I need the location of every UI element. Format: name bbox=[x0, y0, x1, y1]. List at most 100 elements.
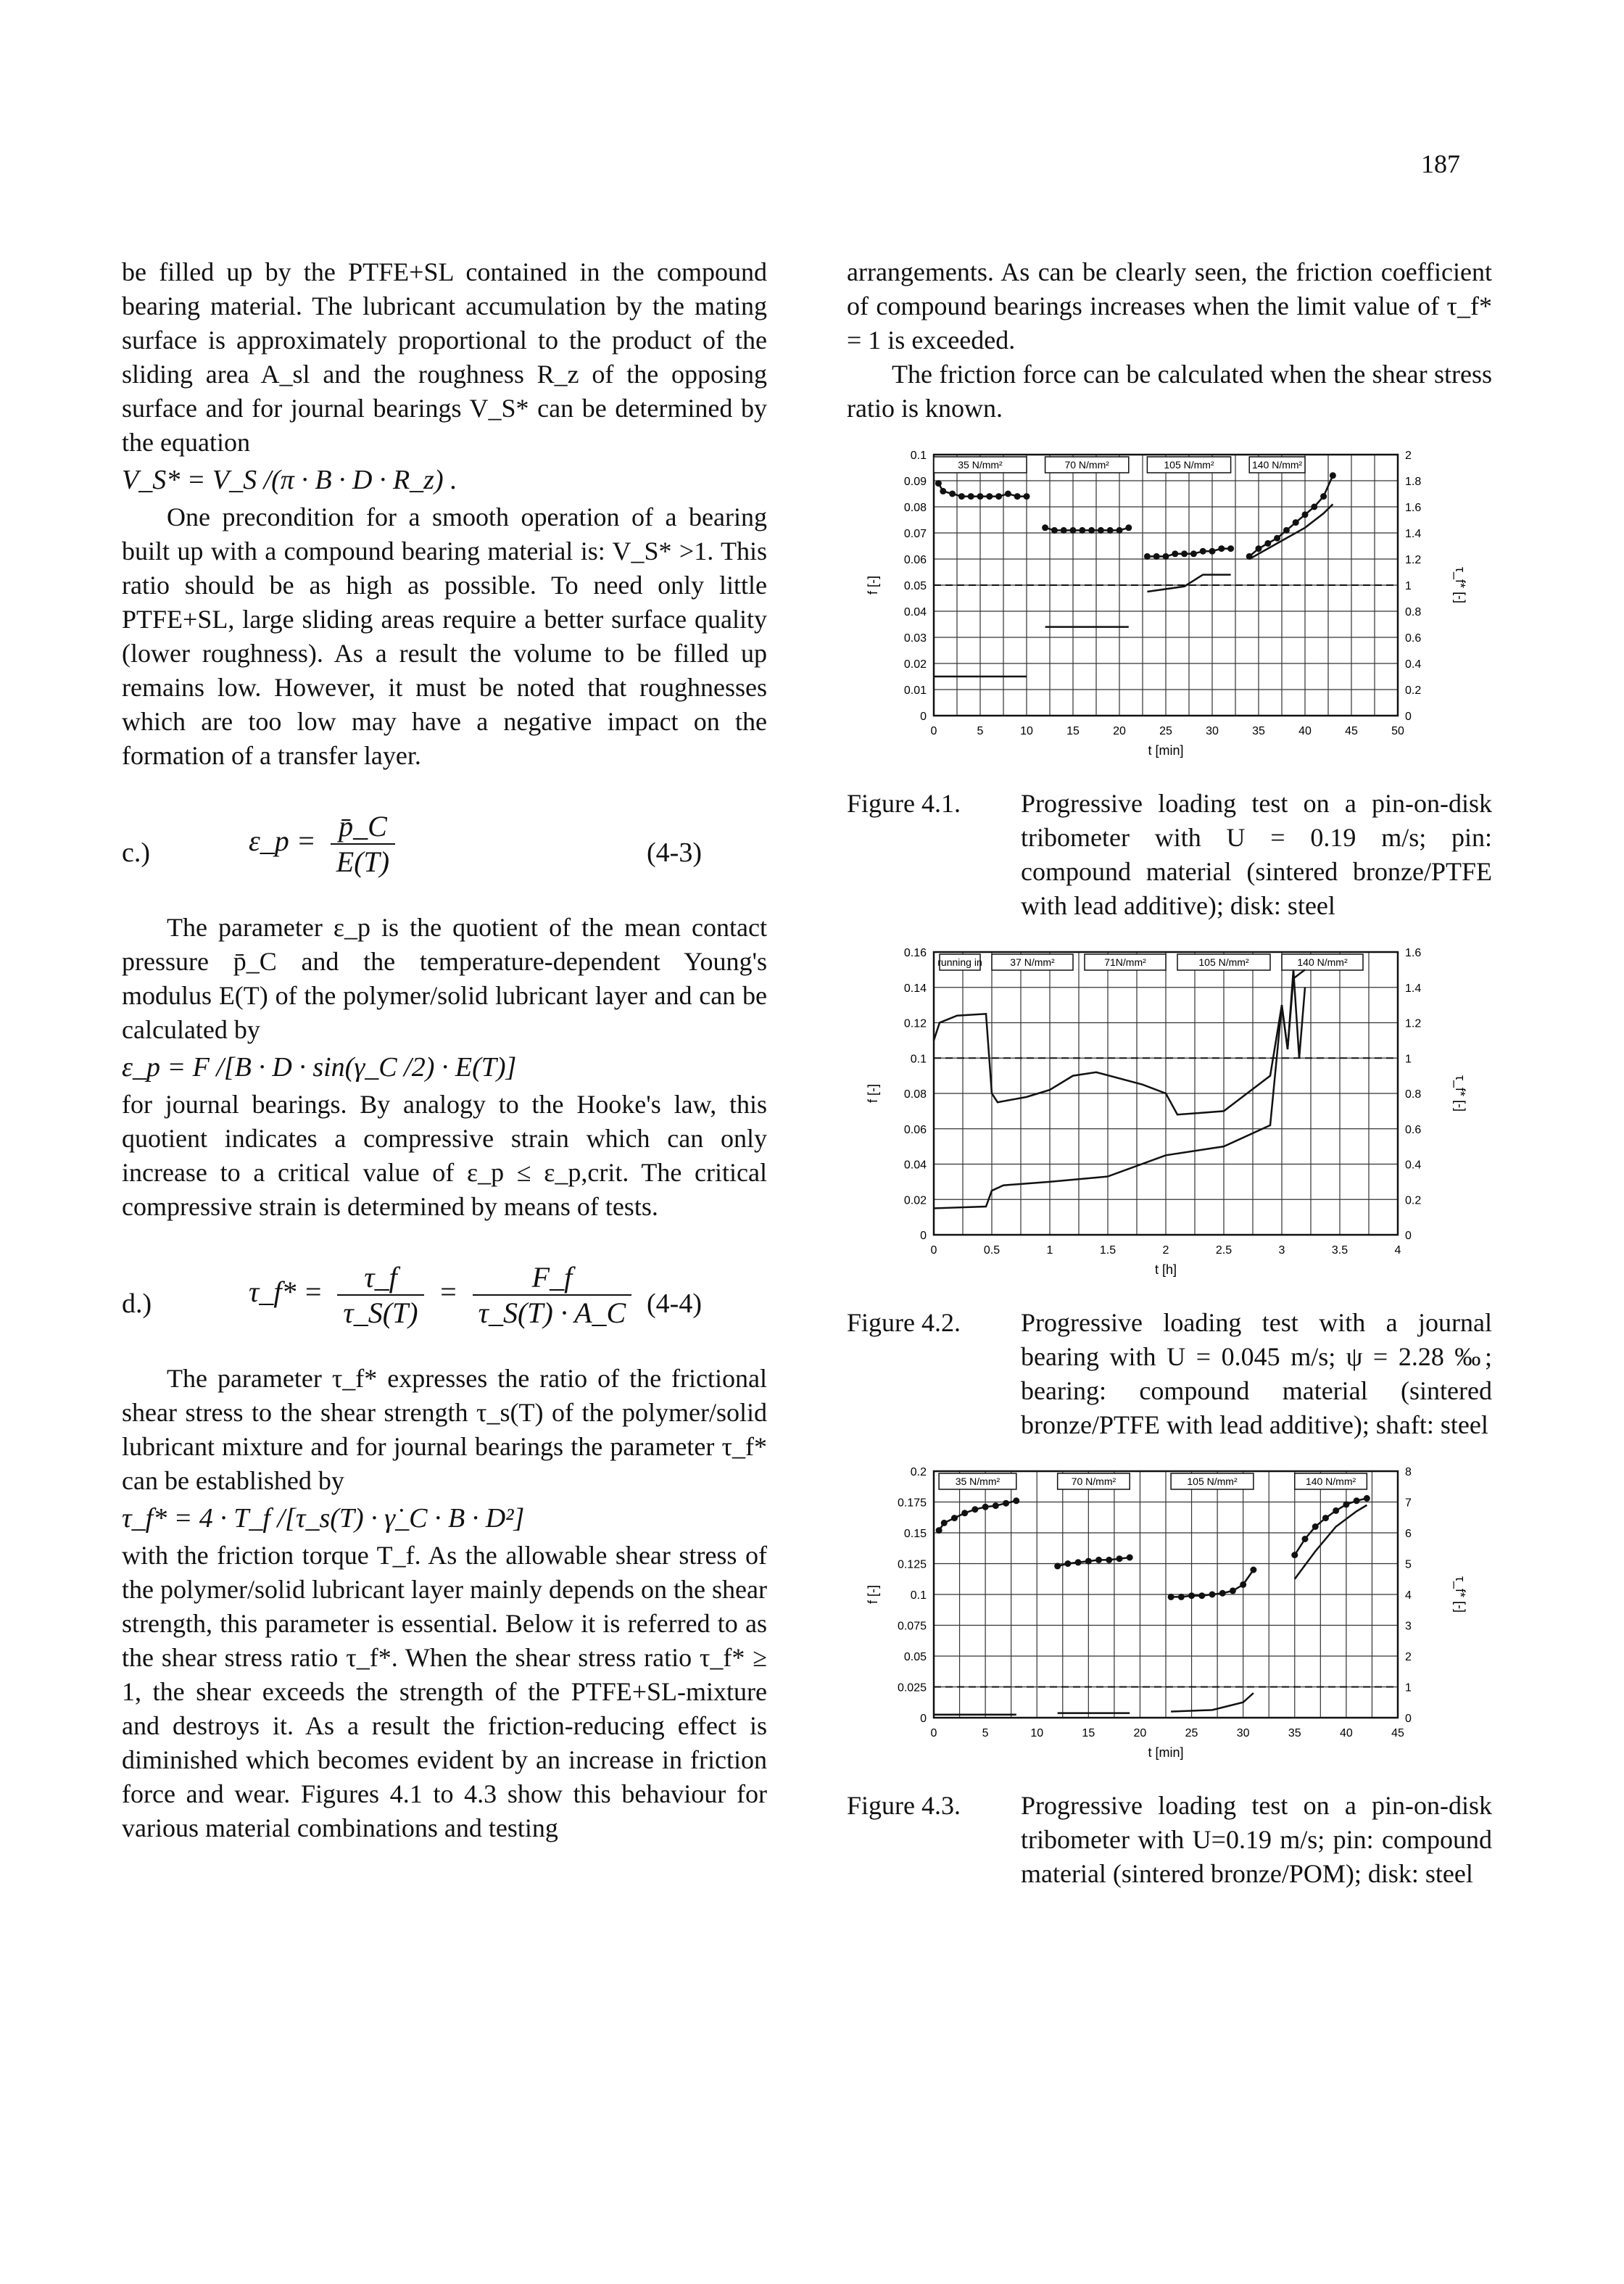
data-point bbox=[1116, 1555, 1123, 1563]
figure-4-1-caption: Figure 4.1. Progressive loading test on … bbox=[847, 787, 1492, 923]
equation-number: (4-3) bbox=[647, 837, 702, 868]
x-tick-label: 25 bbox=[1185, 1727, 1198, 1739]
inline-formula: ε_p = F /[B · D · sin(γ_C /2) · E(T)] bbox=[122, 1052, 517, 1083]
data-point bbox=[1074, 1559, 1082, 1566]
equals-sign: = bbox=[438, 1275, 458, 1309]
data-point bbox=[1219, 1589, 1226, 1597]
y-tick-label: 0.1 bbox=[911, 1053, 927, 1065]
data-point bbox=[1014, 493, 1021, 500]
data-point bbox=[1181, 550, 1188, 558]
x-tick-label: 0 bbox=[931, 1727, 937, 1739]
phase-frame bbox=[933, 456, 1027, 473]
data-point bbox=[1301, 1536, 1309, 1542]
paragraph: The parameter τ_f* expresses the ratio o… bbox=[122, 1364, 767, 1495]
x-tick-label: 15 bbox=[1082, 1727, 1095, 1739]
data-point bbox=[1172, 550, 1179, 558]
data-point bbox=[1353, 1497, 1360, 1505]
y2-tick-label: 0 bbox=[1405, 1230, 1412, 1242]
data-point bbox=[1240, 1581, 1247, 1588]
data-point bbox=[1363, 1494, 1370, 1502]
phase-frame bbox=[991, 953, 1074, 971]
data-point bbox=[1322, 1515, 1329, 1522]
y-tick-label: 0.06 bbox=[904, 1124, 927, 1136]
data-point bbox=[1097, 526, 1104, 534]
phase-frame bbox=[1294, 1473, 1368, 1490]
paragraph: with the friction torque T_f. As the all… bbox=[122, 1541, 767, 1842]
paragraph: The friction force can be calculated whe… bbox=[847, 360, 1492, 423]
series-line bbox=[1147, 574, 1231, 593]
phase-box: 105 N/mm² bbox=[1177, 953, 1271, 971]
y2-tick-label: 1.8 bbox=[1405, 476, 1421, 488]
y2-tick-label: 3 bbox=[1405, 1621, 1412, 1633]
data-point bbox=[1198, 1592, 1206, 1600]
data-point bbox=[1177, 1593, 1185, 1600]
phase-box: 37 N/mm² bbox=[991, 953, 1074, 971]
data-point bbox=[1264, 539, 1272, 547]
data-point bbox=[1060, 526, 1067, 534]
paragraph: arrangements. As can be clearly seen, th… bbox=[847, 257, 1492, 355]
plot-frame bbox=[932, 1470, 1399, 1719]
data-point bbox=[1079, 526, 1086, 534]
numerator: p̄_C bbox=[330, 809, 396, 845]
y-tick-label: 0.04 bbox=[904, 1159, 927, 1172]
data-point bbox=[992, 1502, 999, 1510]
denominator: E(T) bbox=[336, 845, 390, 878]
y2-tick-label: 4 bbox=[1405, 1589, 1412, 1602]
series-line bbox=[933, 969, 1306, 1209]
y2-tick-label: 0 bbox=[1405, 711, 1412, 723]
denominator: τ_S(T) · A_C bbox=[478, 1296, 626, 1329]
phase-frame bbox=[1177, 953, 1271, 971]
x-axis-label: t [h] bbox=[1155, 1262, 1177, 1277]
data-point bbox=[1143, 553, 1151, 560]
x-tick-label: 1 bbox=[1047, 1244, 1053, 1257]
phase-box: 140 N/mm² bbox=[1248, 456, 1306, 473]
data-point bbox=[1312, 1523, 1319, 1530]
data-point bbox=[950, 1515, 958, 1522]
y2-tick-label: 0.4 bbox=[1405, 1159, 1421, 1172]
phase-label: 70 N/mm² bbox=[1072, 1476, 1116, 1487]
equation-lhs: ε_p = bbox=[249, 824, 316, 858]
fraction: τ_f τ_S(T) bbox=[337, 1260, 424, 1330]
x-tick-label: 10 bbox=[1020, 725, 1033, 737]
data-point bbox=[1085, 1557, 1092, 1565]
y-tick-label: 0.025 bbox=[898, 1682, 927, 1695]
data-point bbox=[1126, 1554, 1133, 1561]
y2-tick-label: 1.6 bbox=[1405, 947, 1421, 959]
data-point bbox=[1292, 519, 1299, 526]
y-axis-label: f [-] bbox=[866, 1585, 880, 1604]
equation-label: c.) bbox=[122, 837, 151, 868]
y2-tick-label: 1 bbox=[1405, 1053, 1412, 1065]
x-tick-label: 4 bbox=[1395, 1244, 1401, 1257]
y-tick-label: 0.1 bbox=[911, 450, 927, 462]
x-tick-label: 5 bbox=[977, 725, 984, 737]
x-tick-label: 0 bbox=[931, 725, 937, 737]
y2-tick-label: 0.4 bbox=[1405, 658, 1421, 671]
figure-caption-text: Progressive loading test with a journal … bbox=[1021, 1308, 1492, 1439]
y2-tick-label: 0.6 bbox=[1405, 1124, 1421, 1136]
y2-tick-label: 6 bbox=[1405, 1528, 1412, 1540]
data-point bbox=[1329, 472, 1336, 479]
plot-frame bbox=[932, 951, 1399, 1236]
y-tick-label: 0.02 bbox=[904, 1194, 927, 1207]
data-point bbox=[1069, 526, 1077, 534]
series-line bbox=[1293, 1504, 1367, 1580]
data-point bbox=[977, 493, 984, 500]
phase-frame bbox=[1084, 953, 1167, 971]
data-point bbox=[935, 480, 942, 487]
phase-label: 35 N/mm² bbox=[958, 459, 1003, 471]
data-point bbox=[1291, 1552, 1298, 1559]
paragraph: be filled up by the PTFE+SL contained in… bbox=[122, 257, 767, 457]
data-point bbox=[1227, 545, 1235, 553]
phase-box: 35 N/mm² bbox=[933, 456, 1027, 473]
x-tick-label: 1.5 bbox=[1100, 1244, 1116, 1257]
figure-label: Figure 4.3. bbox=[847, 1791, 961, 1820]
phase-box: 105 N/mm² bbox=[1170, 1473, 1254, 1490]
data-point bbox=[1004, 490, 1011, 497]
phase-box: 140 N/mm² bbox=[1294, 1473, 1368, 1490]
y2-tick-label: 0.2 bbox=[1405, 684, 1421, 697]
data-point bbox=[986, 493, 993, 500]
phase-box: 140 N/mm² bbox=[1281, 953, 1364, 971]
phase-label: 140 N/mm² bbox=[1297, 956, 1348, 968]
y-tick-label: 0.06 bbox=[904, 554, 927, 566]
y2-tick-label: 1.6 bbox=[1405, 502, 1421, 514]
